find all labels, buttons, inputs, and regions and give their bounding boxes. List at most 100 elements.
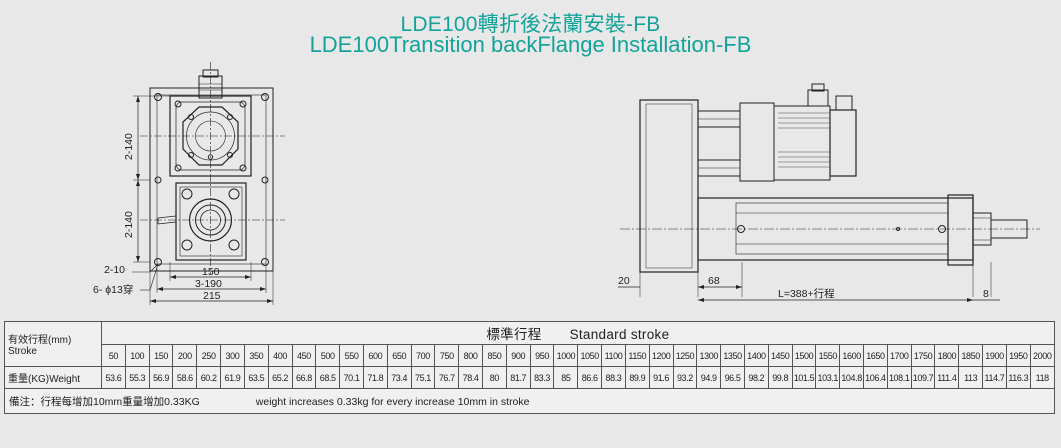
stroke-label-en: Stroke [8,346,37,357]
weight-cell: 73.4 [386,366,412,389]
stroke-cell: 900 [505,344,531,367]
weight-cell: 68.5 [315,366,341,389]
weight-cell: 83.3 [529,366,555,389]
standard-stroke-header: 標準行程 Standard stroke [101,321,1055,345]
technical-drawing: 2-140 2-140 2-10 150 3-190 215 6- ϕ13穿 2… [93,62,1040,305]
stroke-cell: 500 [315,344,341,367]
weight-cell: 103.1 [815,366,841,389]
weight-cell: 58.6 [172,366,198,389]
weight-cell: 89.9 [624,366,650,389]
title-english: LDE100Transition backFlange Installation… [309,32,752,57]
front-view [132,62,285,305]
stroke-cell: 1050 [577,344,603,367]
weight-cell: 53.6 [101,366,126,389]
stroke-cell: 1550 [815,344,841,367]
weight-cell: 98.2 [743,366,769,389]
stroke-cell: 1700 [886,344,912,367]
stroke-cell: 250 [196,344,222,367]
weight-cell: 99.8 [767,366,793,389]
dim-2-10: 2-10 [104,264,125,276]
stroke-cell: 50 [101,344,126,367]
stroke-label-cn: 有效行程(mm) [8,335,72,346]
weight-cell: 111.4 [934,366,960,389]
weight-cell: 101.5 [791,366,817,389]
weight-cell: 65.2 [267,366,293,389]
weight-cell: 118 [1029,366,1055,389]
stroke-cell: 2000 [1029,344,1055,367]
stroke-cell: 300 [220,344,245,367]
stroke-cell: 450 [291,344,317,367]
note-cn: 備注：行程每增加10mm重量增加0.33KG [9,395,200,408]
dim-215: 215 [203,290,221,302]
weight-cell: 85 [553,366,579,389]
weight-cell: 78.4 [458,366,483,389]
weight-cell: 88.3 [601,366,626,389]
stroke-cell: 150 [148,344,174,367]
weight-cell: 114.7 [982,366,1007,389]
weight-cell: 55.3 [124,366,150,389]
stroke-cell: 1200 [648,344,674,367]
stroke-cell: 850 [482,344,507,367]
dim-8: 8 [983,288,989,300]
dim-68: 68 [708,275,720,287]
dim-3-190: 3-190 [195,278,222,290]
weight-cell: 76.7 [434,366,460,389]
stroke-cell: 1750 [910,344,936,367]
stroke-cell: 550 [339,344,364,367]
dim-2-140-bottom: 2-140 [123,211,135,238]
stroke-cell: 1000 [553,344,579,367]
weight-cell: 63.5 [243,366,269,389]
header-en: Standard stroke [569,327,670,342]
stroke-label-cell: 有效行程(mm) Stroke [4,321,102,367]
stroke-cell: 750 [434,344,460,367]
side-view [618,83,1040,302]
stroke-cell: 1850 [958,344,984,367]
weight-label: 重量(KG)Weight [4,366,102,389]
stroke-cell: 1600 [839,344,864,367]
stroke-cell: 1950 [1005,344,1031,367]
header-cn: 標準行程 [486,327,542,342]
stroke-cell: 350 [243,344,269,367]
weight-cell: 66.8 [291,366,317,389]
stroke-cell: 1450 [767,344,793,367]
stroke-cell: 1800 [934,344,960,367]
weight-cell: 70.1 [339,366,364,389]
dim-20: 20 [618,275,630,287]
stroke-cell: 1100 [601,344,626,367]
stroke-cell: 100 [124,344,150,367]
dim-150: 150 [202,266,220,278]
stroke-cell: 1900 [982,344,1007,367]
weight-cell: 113 [958,366,984,389]
stroke-cell: 1250 [672,344,698,367]
stroke-cell: 200 [172,344,198,367]
weight-cell: 61.9 [220,366,245,389]
weight-cell: 80 [482,366,507,389]
stroke-cell: 1150 [624,344,650,367]
note-en: weight increases 0.33kg for every increa… [255,395,530,408]
weight-cell: 94.9 [696,366,722,389]
weight-cell: 93.2 [672,366,698,389]
weight-cell: 91.6 [648,366,674,389]
weight-cell: 60.2 [196,366,222,389]
stroke-cell: 600 [362,344,388,367]
note-cell: 備注：行程每增加10mm重量增加0.33KG weight increases 0… [4,388,1055,414]
dim-2-140-top: 2-140 [123,133,135,160]
weight-cell: 75.1 [410,366,436,389]
weight-cell: 106.4 [863,366,888,389]
stroke-cell: 650 [386,344,412,367]
weight-cell: 104.8 [839,366,864,389]
dim-length: L=388+行程 [778,287,835,300]
stroke-cell: 1400 [743,344,769,367]
stroke-cell: 800 [458,344,483,367]
weight-cell: 109.7 [910,366,936,389]
stroke-cell: 700 [410,344,436,367]
weight-cell: 81.7 [505,366,531,389]
stroke-cell: 1650 [863,344,888,367]
stroke-cell: 950 [529,344,555,367]
stroke-cell: 1500 [791,344,817,367]
stroke-cell: 1350 [720,344,745,367]
dim-hole: 6- ϕ13穿 [93,283,133,296]
weight-cell: 116.3 [1005,366,1031,389]
